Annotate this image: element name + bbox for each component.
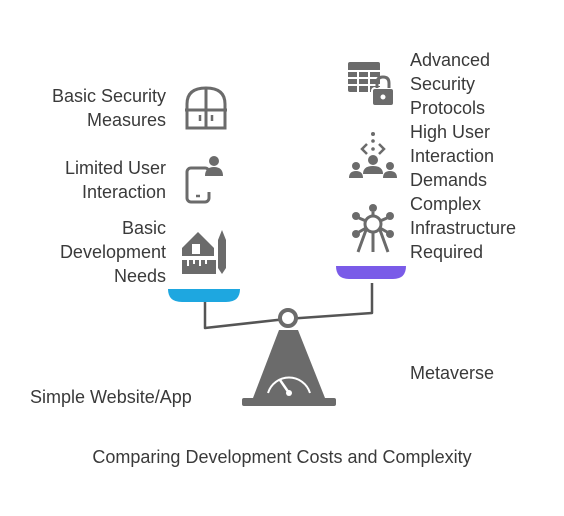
advanced-security-label: Advanced Security Protocols <box>410 50 491 118</box>
atom-structure-icon <box>352 204 394 253</box>
scale-base <box>253 330 325 398</box>
diagram-title: Comparing Development Costs and Complexi… <box>92 447 472 467</box>
simple-website-label: Simple Website/App <box>30 387 192 407</box>
left-pan <box>168 289 240 302</box>
high-interaction-label: High User Interaction Demands <box>410 122 495 190</box>
scale-pivot <box>278 308 298 328</box>
right-pan <box>336 266 406 279</box>
limited-interaction-label: Limited User Interaction <box>64 158 166 202</box>
users-network-icon <box>349 132 397 178</box>
phone-user-icon <box>185 156 223 204</box>
basic-security-label: Basic Security Measures <box>51 86 166 130</box>
scale-foot <box>242 398 336 406</box>
door-icon <box>185 86 227 130</box>
metaverse-label: Metaverse <box>410 363 495 383</box>
grid-lock-icon <box>348 62 395 107</box>
tools-house-icon <box>182 230 226 274</box>
complex-infrastructure-label: Complex Infrastructure Required <box>410 194 517 262</box>
basic-development-label: Basic Development Needs <box>59 218 166 286</box>
